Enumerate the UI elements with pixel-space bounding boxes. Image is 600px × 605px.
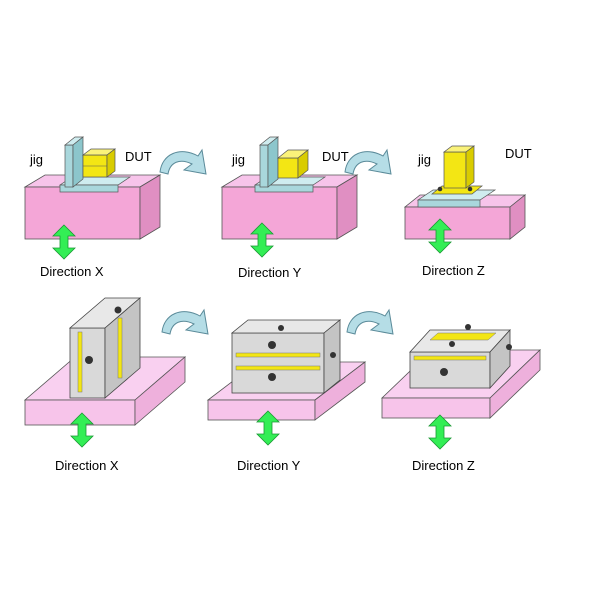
caption-top-z: Direction Z: [422, 263, 485, 278]
top-curve-arrow-2: [344, 149, 392, 175]
caption-bottom-x: Direction X: [55, 458, 119, 473]
bottom-panel-x: [23, 297, 187, 448]
top-panel-x: [23, 136, 162, 260]
bottom-curve-arrow-1: [161, 309, 209, 335]
bottom-panel-y: [206, 319, 367, 446]
top-panel-y: [220, 136, 359, 258]
caption-top-y: Direction Y: [238, 265, 302, 280]
jig-label-3: jig: [418, 152, 432, 167]
dut-label-1: DUT: [125, 149, 152, 164]
dut-label-3: DUT: [505, 146, 532, 161]
top-curve-arrow-1: [159, 149, 207, 175]
bottom-curve-arrow-2: [346, 309, 394, 335]
top-panel-z: [403, 145, 527, 254]
jig-label-1: jig: [30, 152, 44, 167]
caption-bottom-z: Direction Z: [412, 458, 475, 473]
jig-label-2: jig: [232, 152, 246, 167]
bottom-panel-z: [381, 324, 541, 450]
dut-label-2: DUT: [322, 149, 349, 164]
caption-bottom-y: Direction Y: [237, 458, 301, 473]
caption-top-x: Direction X: [40, 264, 104, 279]
